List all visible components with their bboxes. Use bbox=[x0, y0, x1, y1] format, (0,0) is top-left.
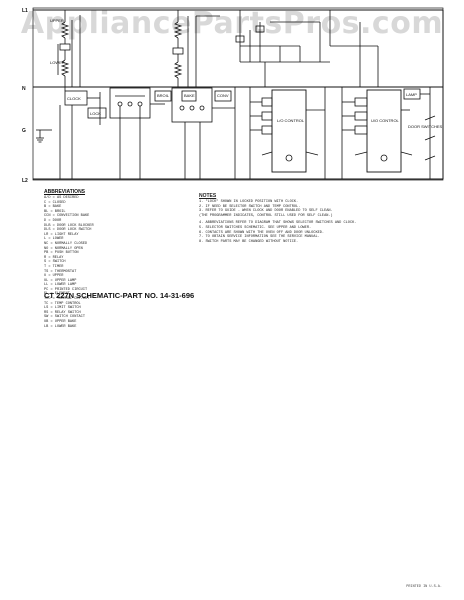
abbreviation-item: CCN = CONVECTION BAKE bbox=[44, 214, 90, 219]
abbreviation-item: NC = NORMALLY CLOSED bbox=[44, 241, 88, 246]
upper-element-label: UPPER bbox=[50, 18, 64, 23]
bake-label: BAKE bbox=[184, 93, 195, 98]
note-line: 3. REFER TO GUIDE - WHEN CLOCK AND DOOR … bbox=[199, 209, 333, 214]
abbreviation-item: TS = THERMOSTAT bbox=[44, 269, 77, 274]
abbreviation-item: R = RELAY bbox=[44, 255, 64, 260]
abbreviation-item: NO = NORMALLY OPEN bbox=[44, 246, 83, 251]
upper-element-left bbox=[57, 10, 81, 87]
notes-list: 1. "LOCK" SHOWN IN LOCKED POSITION WITH … bbox=[199, 200, 429, 244]
notes-heading: NOTES bbox=[199, 193, 217, 199]
lamp-label: LAMP bbox=[406, 92, 417, 97]
note-line: 8. SWITCH PARTS MAY BE CHANGED WITHOUT N… bbox=[199, 239, 299, 244]
abbreviation-item: UB = UPPER BAKE bbox=[44, 320, 77, 325]
upper-element-middle bbox=[172, 10, 220, 87]
abbreviation-item: U = UPPER bbox=[44, 274, 64, 279]
abbreviation-item: TC = TEMP CONTROL bbox=[44, 301, 81, 306]
abbreviation-item: D = DOOR bbox=[44, 218, 62, 223]
note-line: (THE PROGRAMMER INDICATES, CONTROL STILL… bbox=[199, 213, 333, 218]
abbreviation-item: B = BAKE bbox=[44, 205, 62, 210]
note-line: 4. ABBREVIATIONS REFER TO DIAGRAM THAT S… bbox=[199, 221, 357, 226]
l2-label: L2 bbox=[22, 178, 28, 184]
abbreviation-item: RS = RELAY SWITCH bbox=[44, 310, 81, 315]
l1-label: L1 bbox=[22, 8, 28, 14]
door-switches-label: DOOR SWITCHES bbox=[408, 124, 443, 129]
abbreviation-item: LS = LIMIT SWITCH bbox=[44, 306, 81, 311]
left-selector-switch bbox=[109, 87, 172, 179]
upper-oven-control bbox=[341, 87, 413, 179]
control-2-label: U/O CONTROL bbox=[371, 118, 400, 123]
clock-block bbox=[59, 87, 107, 179]
abbreviation-item: LR = LIGHT RELAY bbox=[44, 232, 79, 237]
watermark: AppliancePartsPros.com bbox=[20, 6, 444, 41]
abbreviation-item: A/D = AS DESIRED bbox=[44, 196, 79, 200]
clock-label: CLOCK bbox=[67, 96, 81, 101]
broil-label: BROIL bbox=[157, 93, 170, 98]
abbreviations-heading: ABBREVIATIONS bbox=[44, 189, 86, 195]
lower-oven-control bbox=[249, 87, 326, 179]
note-line: 1. "LOCK" SHOWN IN LOCKED POSITION WITH … bbox=[199, 200, 299, 204]
footer-text: PRINTED IN U.S.A. bbox=[406, 585, 442, 589]
middle-selector-switch bbox=[171, 87, 236, 179]
note-line: 2. IF NEED BE SELECTOR SWITCH AND TEMP C… bbox=[199, 204, 301, 209]
abbreviation-item: LB = LOWER BAKE bbox=[44, 324, 77, 329]
note-line: 6. CONTACTS ARE SHOWN WITH THE OVEN OFF … bbox=[199, 230, 325, 235]
abbreviation-item: TCO = THERMAL CUT-OUT bbox=[44, 297, 90, 302]
abbreviation-item: SW = SWITCH CONTACT bbox=[44, 315, 85, 320]
schematic-frame bbox=[32, 7, 444, 181]
abbreviation-item: PC = PRINTED CIRCUIT bbox=[44, 287, 88, 292]
lock-label: LOCK bbox=[90, 111, 101, 116]
abbreviation-item: T = TIMER bbox=[44, 264, 64, 269]
abbreviation-item: L = LOWER bbox=[44, 237, 64, 242]
abbreviation-item: DLS = DOOR LOCK SWITCH bbox=[44, 228, 92, 233]
schematic-title: CT 227N SCHEMATIC-PART NO. 14-31-696 bbox=[44, 291, 195, 300]
lower-element-label: LOWER bbox=[50, 60, 65, 65]
abbreviation-item: C = CLOSED bbox=[44, 200, 66, 205]
control-1-label: L/O CONTROL bbox=[277, 118, 305, 123]
door-switches-block bbox=[403, 87, 436, 179]
abbreviation-item: BL = BROIL bbox=[44, 209, 66, 214]
g-label: G bbox=[22, 128, 26, 134]
note-line: 5. SELECTOR SWITCHES SCHEMATIC. SEE UPPE… bbox=[199, 225, 312, 230]
note-line: 7. TO OBTAIN SERVICE INFORMATION SEE THE… bbox=[199, 235, 320, 240]
abbreviation-item: LL = LOWER LAMP bbox=[44, 283, 77, 288]
abbreviation-item: PB = PUSH BUTTON bbox=[44, 251, 79, 256]
abbreviation-item: UL = UPPER LAMP bbox=[44, 278, 77, 283]
notes-block: NOTES 1. "LOCK" SHOWN IN LOCKED POSITION… bbox=[199, 193, 429, 244]
top-relay-cluster bbox=[235, 10, 379, 87]
n-label: N bbox=[22, 86, 26, 92]
conv-label: CONV bbox=[217, 93, 229, 98]
abbreviation-item: S = SWITCH bbox=[44, 260, 66, 265]
abbreviation-item: DLB = DOOR LOCK BLOCKER bbox=[44, 223, 94, 228]
abbreviation-item: EL = ELEMENT bbox=[44, 292, 70, 297]
ground-symbol bbox=[36, 129, 52, 143]
